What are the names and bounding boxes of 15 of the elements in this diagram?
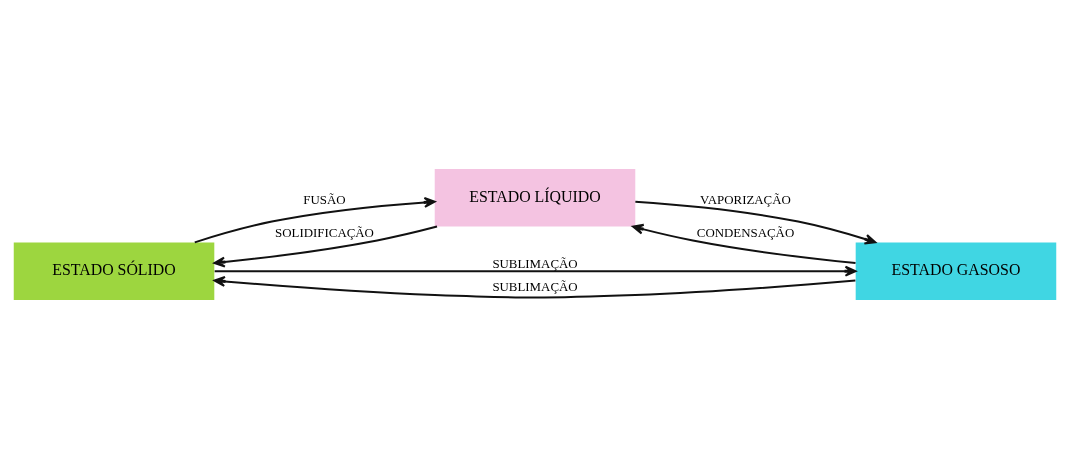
arrow xyxy=(631,223,857,265)
edge-label: CONDENSAÇÃO xyxy=(696,225,795,240)
edge-label: VAPORIZAÇÃO xyxy=(700,193,791,208)
arrow xyxy=(213,225,439,268)
node-box: ESTADO LÍQUIDO xyxy=(434,168,636,227)
node-box: ESTADO SÓLIDO xyxy=(13,242,215,301)
edge-label: SUBLIMAÇÃO xyxy=(492,280,578,295)
arrow xyxy=(213,265,857,277)
arrow xyxy=(634,200,877,245)
node-box: ESTADO GASOSO xyxy=(855,242,1057,301)
arrow xyxy=(193,196,436,244)
edge-label: SUBLIMAÇÃO xyxy=(492,256,578,271)
edge-label: SOLIDIFICAÇÃO xyxy=(275,225,374,240)
edge-label: FUSÃO xyxy=(303,193,346,208)
arrow xyxy=(213,275,857,299)
